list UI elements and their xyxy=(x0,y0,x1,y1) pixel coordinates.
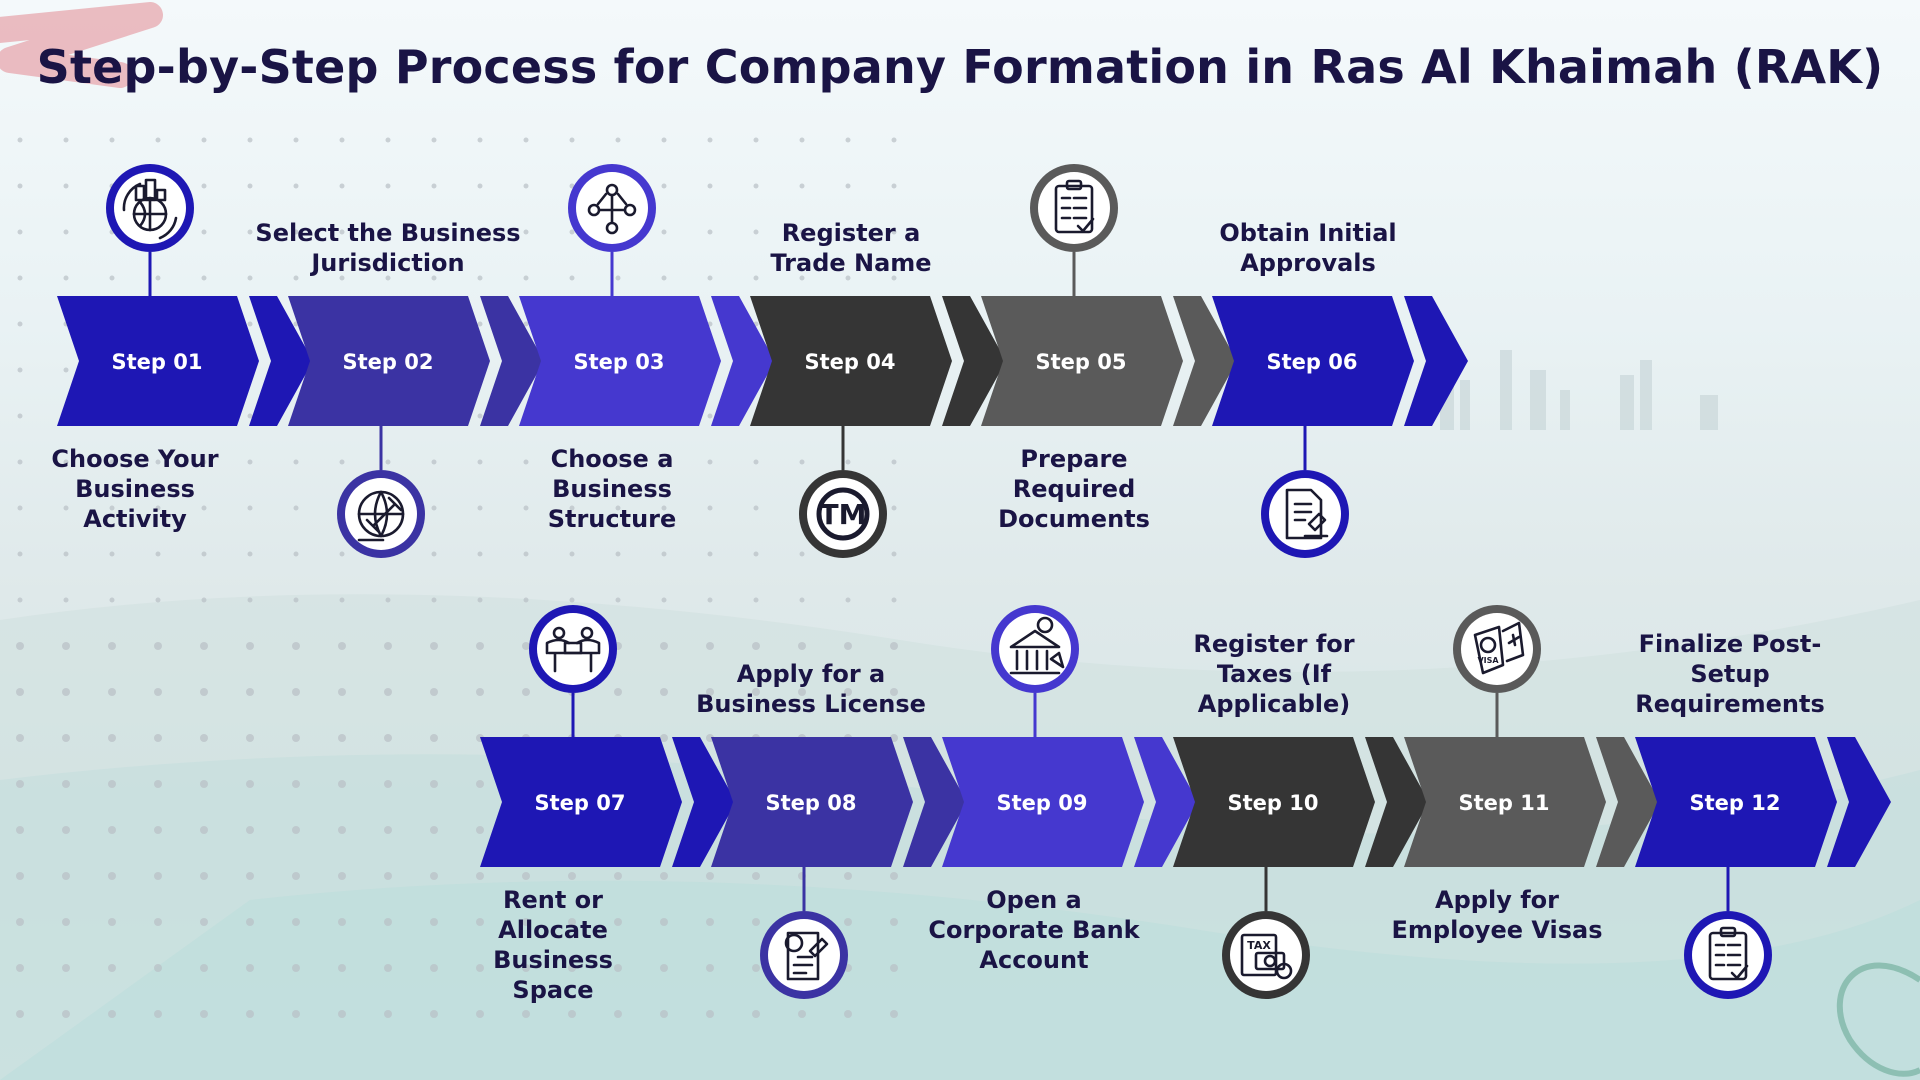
step-caption: Register for Taxes (If Applicable) xyxy=(1193,630,1355,718)
icon-background xyxy=(1461,613,1533,685)
step-caption: Select the Business Jurisdiction xyxy=(255,219,521,277)
step-label: Step 12 xyxy=(1690,791,1781,815)
step-chevron-tail xyxy=(1827,737,1891,867)
stamped-document-icon xyxy=(1285,488,1329,540)
step-chevron xyxy=(942,737,1144,867)
step-chevron-tail xyxy=(1404,296,1468,426)
step-label: Step 04 xyxy=(805,350,896,374)
step-06: Step 06 xyxy=(1212,296,1468,558)
svg-text:TM: TM xyxy=(820,498,867,531)
step-03: Step 03 xyxy=(519,164,775,426)
step-chevron-tail xyxy=(672,737,736,867)
step-chevron-tail xyxy=(711,296,775,426)
step-07: Step 07 xyxy=(480,605,736,867)
step-label: Step 02 xyxy=(343,350,434,374)
step-caption: Rent or Allocate Business Space xyxy=(493,886,613,1004)
step-02: Step 02 xyxy=(288,296,544,558)
step-chevron xyxy=(750,296,952,426)
step-chevron xyxy=(711,737,913,867)
step-caption: Choose a Business Structure xyxy=(547,445,677,533)
step-caption: Choose Your Business Activity xyxy=(51,445,219,533)
step-chevron-tail xyxy=(249,296,313,426)
step-chevron xyxy=(519,296,721,426)
step-12: Step 12 xyxy=(1635,737,1891,999)
org-structure-icon xyxy=(587,183,637,235)
step-11: Step 11 VISA xyxy=(1404,605,1660,867)
clipboard-checklist-icon xyxy=(1054,179,1095,234)
step-label: Step 10 xyxy=(1228,791,1319,815)
step-chevron xyxy=(57,296,259,426)
step-chevron xyxy=(1635,737,1837,867)
svg-text:VISA: VISA xyxy=(1477,656,1499,665)
step-chevron xyxy=(1404,737,1606,867)
step-caption: Register a Trade Name xyxy=(770,219,932,277)
step-caption: Apply for Employee Visas xyxy=(1391,886,1603,944)
tax-icon: TAX xyxy=(1240,933,1293,980)
step-chevron xyxy=(288,296,490,426)
step-chevron-tail xyxy=(1596,737,1660,867)
step-label: Step 06 xyxy=(1267,350,1358,374)
globe-gavel-icon xyxy=(357,490,405,542)
step-chevron xyxy=(1212,296,1414,426)
step-label: Step 07 xyxy=(535,791,626,815)
office-meeting-icon xyxy=(545,626,601,673)
trademark-icon: TM xyxy=(816,487,870,541)
icon-background xyxy=(1230,919,1302,991)
clipboard-checklist-icon xyxy=(1708,926,1749,981)
icon-background xyxy=(768,919,840,991)
step-chevron-tail xyxy=(480,296,544,426)
step-chevron xyxy=(480,737,682,867)
step-chevron xyxy=(1173,737,1375,867)
step-label: Step 09 xyxy=(997,791,1088,815)
step-chevron-tail xyxy=(903,737,967,867)
step-label: Step 03 xyxy=(574,350,665,374)
license-document-icon xyxy=(784,931,829,981)
globe-buildings-icon xyxy=(122,178,178,240)
step-caption: Obtain Initial Approvals xyxy=(1219,219,1397,277)
step-chevron-tail xyxy=(1173,296,1237,426)
step-chevron-tail xyxy=(1365,737,1429,867)
page-title: Step-by-Step Process for Company Formati… xyxy=(36,40,1884,94)
step-09: Step 09 xyxy=(942,605,1198,867)
step-caption: Apply for a Business License xyxy=(696,660,926,718)
bank-icon xyxy=(1009,616,1065,675)
step-chevron xyxy=(981,296,1183,426)
step-10: Step 10 TAX xyxy=(1173,737,1429,999)
step-chevron-tail xyxy=(1134,737,1198,867)
step-label: Step 05 xyxy=(1036,350,1127,374)
step-05: Step 05 xyxy=(981,164,1237,426)
visa-passport-icon: VISA xyxy=(1473,621,1525,675)
step-label: Step 01 xyxy=(112,350,203,374)
step-08: Step 08 xyxy=(711,737,967,999)
step-04: Step 04 TM xyxy=(750,296,1006,558)
step-01: Step 01 xyxy=(57,164,313,426)
step-label: Step 11 xyxy=(1459,791,1550,815)
step-chevron-tail xyxy=(942,296,1006,426)
step-caption: Prepare Required Documents xyxy=(998,445,1150,533)
step-caption: Finalize Post-Setup Requirements xyxy=(1635,630,1825,718)
step-caption: Open a Corporate Bank Account xyxy=(928,886,1140,974)
svg-text:TAX: TAX xyxy=(1247,939,1271,952)
step-label: Step 08 xyxy=(766,791,857,815)
